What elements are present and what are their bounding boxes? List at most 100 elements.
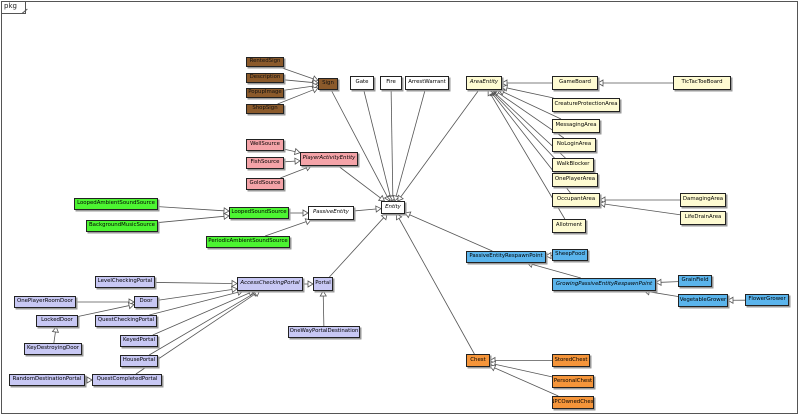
class-node-vegetablegrower: VegetableGrower xyxy=(678,294,728,307)
class-node-loopedsound: LoopedSoundSource xyxy=(229,207,289,219)
arrowhead-loopedambient-to-loopedsound xyxy=(223,207,230,215)
class-node-walkblocker: WalkBlocker xyxy=(552,158,594,172)
class-node-questchecking: QuestCheckingPortal xyxy=(95,315,157,327)
class-node-bgmusic: BackgroundMusicSource xyxy=(86,220,158,232)
class-node-playeractivity: PlayerActivityEntity xyxy=(300,152,358,166)
class-node-sheepfood: SheepFood xyxy=(552,249,588,261)
arrowhead-playeractivity-to-entity xyxy=(377,194,386,202)
class-node-arrestwarrant: ArrestWarrant xyxy=(405,76,449,90)
arrowhead-randomdest-to-questcompleted xyxy=(86,376,93,384)
edge-lifedrainarea-to-occupantarea xyxy=(604,203,681,216)
class-node-keydestroying: KeyDestroyingDoor xyxy=(24,343,82,355)
package-label: pkg xyxy=(4,2,17,10)
class-node-storedchest: StoredChest xyxy=(552,354,590,367)
class-node-grainfield: GrainField xyxy=(678,275,712,287)
edge-houseportal-to-accesschecking xyxy=(149,293,254,356)
edge-goldsource-to-playeractivity xyxy=(280,167,307,179)
class-node-accesschecking: AccessCheckingPortal xyxy=(237,277,303,291)
arrowhead-gameboard-to-areaentity xyxy=(501,79,508,87)
arrowhead-levelchecking-to-accesschecking xyxy=(231,279,238,288)
edge-keyedportal-to-accesschecking xyxy=(152,292,250,336)
class-node-areaentity: AreaEntity xyxy=(466,76,502,90)
arrowhead-tictactoe-to-gameboard xyxy=(597,79,604,87)
class-node-messagingarea: MessagingArea xyxy=(552,119,600,133)
arrowhead-oneway-to-portal xyxy=(319,290,327,297)
class-node-goldsource: GoldSource xyxy=(246,178,284,190)
edge-personalchest-to-chest xyxy=(494,363,553,378)
class-node-personalchest: PersonalChest xyxy=(552,375,594,388)
edge-npcowned-to-chest xyxy=(494,367,559,397)
class-node-npcowned: NPCOwnedChest xyxy=(552,396,594,409)
edge-renteds-to-sign xyxy=(279,66,314,80)
arrowhead-loopedsound-to-passiveentity xyxy=(302,209,309,217)
arrowhead-passiverespawn-to-entity xyxy=(404,211,412,219)
class-node-growingrespawn: GrowingPassiveEntityRespawnPoint xyxy=(552,278,656,291)
class-node-oneplayerarea: OnePlayerArea xyxy=(552,173,598,187)
arrowhead-sheepfood-to-passiverespawn xyxy=(545,251,552,260)
arrowhead-questcompleted-to-accesschecking xyxy=(253,290,261,298)
class-node-periodicambient: PeriodicAmbientSoundSource xyxy=(206,236,290,248)
edge-fishsource-to-playeractivity xyxy=(283,160,296,163)
arrowhead-areaentity-to-entity xyxy=(397,194,404,202)
class-node-randomdest: RandomDestinationPortal xyxy=(9,374,85,386)
arrowhead-npcowned-to-chest xyxy=(489,364,497,372)
edge-vegetablegrower-to-growingrespawn xyxy=(649,291,679,297)
class-node-renteds: RentedSign xyxy=(246,57,284,67)
edge-bgmusic-to-loopedsound xyxy=(157,215,225,223)
edge-oneway-to-portal xyxy=(322,295,325,327)
edge-levelchecking-to-accesschecking xyxy=(154,282,233,284)
class-node-description: Description xyxy=(246,73,284,83)
edge-fire-to-entity xyxy=(390,89,394,197)
arrowhead-shopsign-to-sign xyxy=(311,86,319,94)
class-node-fishsource: FishSource xyxy=(246,157,284,169)
edge-creatureprot-to-areaentity xyxy=(506,87,554,99)
class-node-gate: Gate xyxy=(350,76,374,90)
class-node-entity: Entity xyxy=(381,201,405,214)
edge-chest-to-entity xyxy=(398,218,475,355)
class-node-passiveentity: PassiveEntity xyxy=(308,206,354,220)
arrowhead-creatureprot-to-areaentity xyxy=(501,84,509,92)
edge-loopedambient-to-loopedsound xyxy=(157,206,225,212)
edge-description-to-sign xyxy=(283,79,314,83)
class-node-oneplayerroom: OnePlayerRoomDoor xyxy=(14,296,76,308)
arrowhead-passiveentity-to-entity xyxy=(375,205,382,213)
class-node-occupantarea: OccupantArea xyxy=(552,193,600,207)
class-node-creatureprot: CreatureProtectionArea xyxy=(552,98,620,112)
class-node-door: Door xyxy=(134,296,158,308)
class-node-flowergrower: FlowerGrower xyxy=(745,294,789,306)
arrowhead-fishsource-to-playeractivity xyxy=(294,157,301,165)
edge-popupimage-to-sign xyxy=(283,85,314,91)
edge-areaentity-to-entity xyxy=(400,89,480,198)
class-node-nologinarea: NoLoginArea xyxy=(552,138,596,152)
edge-passiverespawn-to-entity xyxy=(409,214,493,252)
arrowhead-arrestwarrant-to-entity xyxy=(392,194,400,202)
edge-arrestwarrant-to-entity xyxy=(395,89,426,197)
edge-playeractivity-to-entity xyxy=(337,165,381,199)
class-node-wellsource: WellSource xyxy=(246,139,284,151)
class-node-keyedportal: KeyedPortal xyxy=(120,335,158,347)
arrowhead-lockeddoor-to-door xyxy=(127,302,135,310)
arrowhead-door-to-accesschecking xyxy=(231,285,238,294)
edge-questchecking-to-accesschecking xyxy=(149,291,239,316)
class-node-tictactoe: TicTacToeBoard xyxy=(673,76,731,90)
arrowhead-bgmusic-to-loopedsound xyxy=(223,212,230,221)
class-node-houseportal: HousePortal xyxy=(120,355,158,367)
class-node-loopedambient: LoopedAmbientSoundSource xyxy=(74,198,158,210)
class-node-gameboard: GameBoard xyxy=(552,76,598,90)
edge-wellsource-to-playeractivity xyxy=(283,148,296,152)
arrowhead-accesschecking-to-portal xyxy=(307,280,314,288)
arrowhead-wellsource-to-playeractivity xyxy=(293,147,301,156)
arrowhead-allotment-to-areaentity xyxy=(487,89,495,97)
class-node-lifedrainarea: LifeDrainArea xyxy=(680,211,726,225)
class-node-passiverespawn: PassiveEntityRespawnPoint xyxy=(466,251,546,263)
edge-lockeddoor-to-door xyxy=(77,305,130,317)
arrowhead-grainfield-to-growingrespawn xyxy=(655,278,662,286)
arrowhead-flowergrower-to-vegetablegrower xyxy=(727,296,734,304)
class-node-chest: Chest xyxy=(466,354,490,367)
edge-growingrespawn-to-passiverespawn xyxy=(532,263,581,279)
class-node-damagingarea: DamagingArea xyxy=(680,193,726,207)
arrowhead-portal-to-entity xyxy=(380,213,388,221)
edge-keydestroying-to-lockeddoor xyxy=(53,331,56,344)
